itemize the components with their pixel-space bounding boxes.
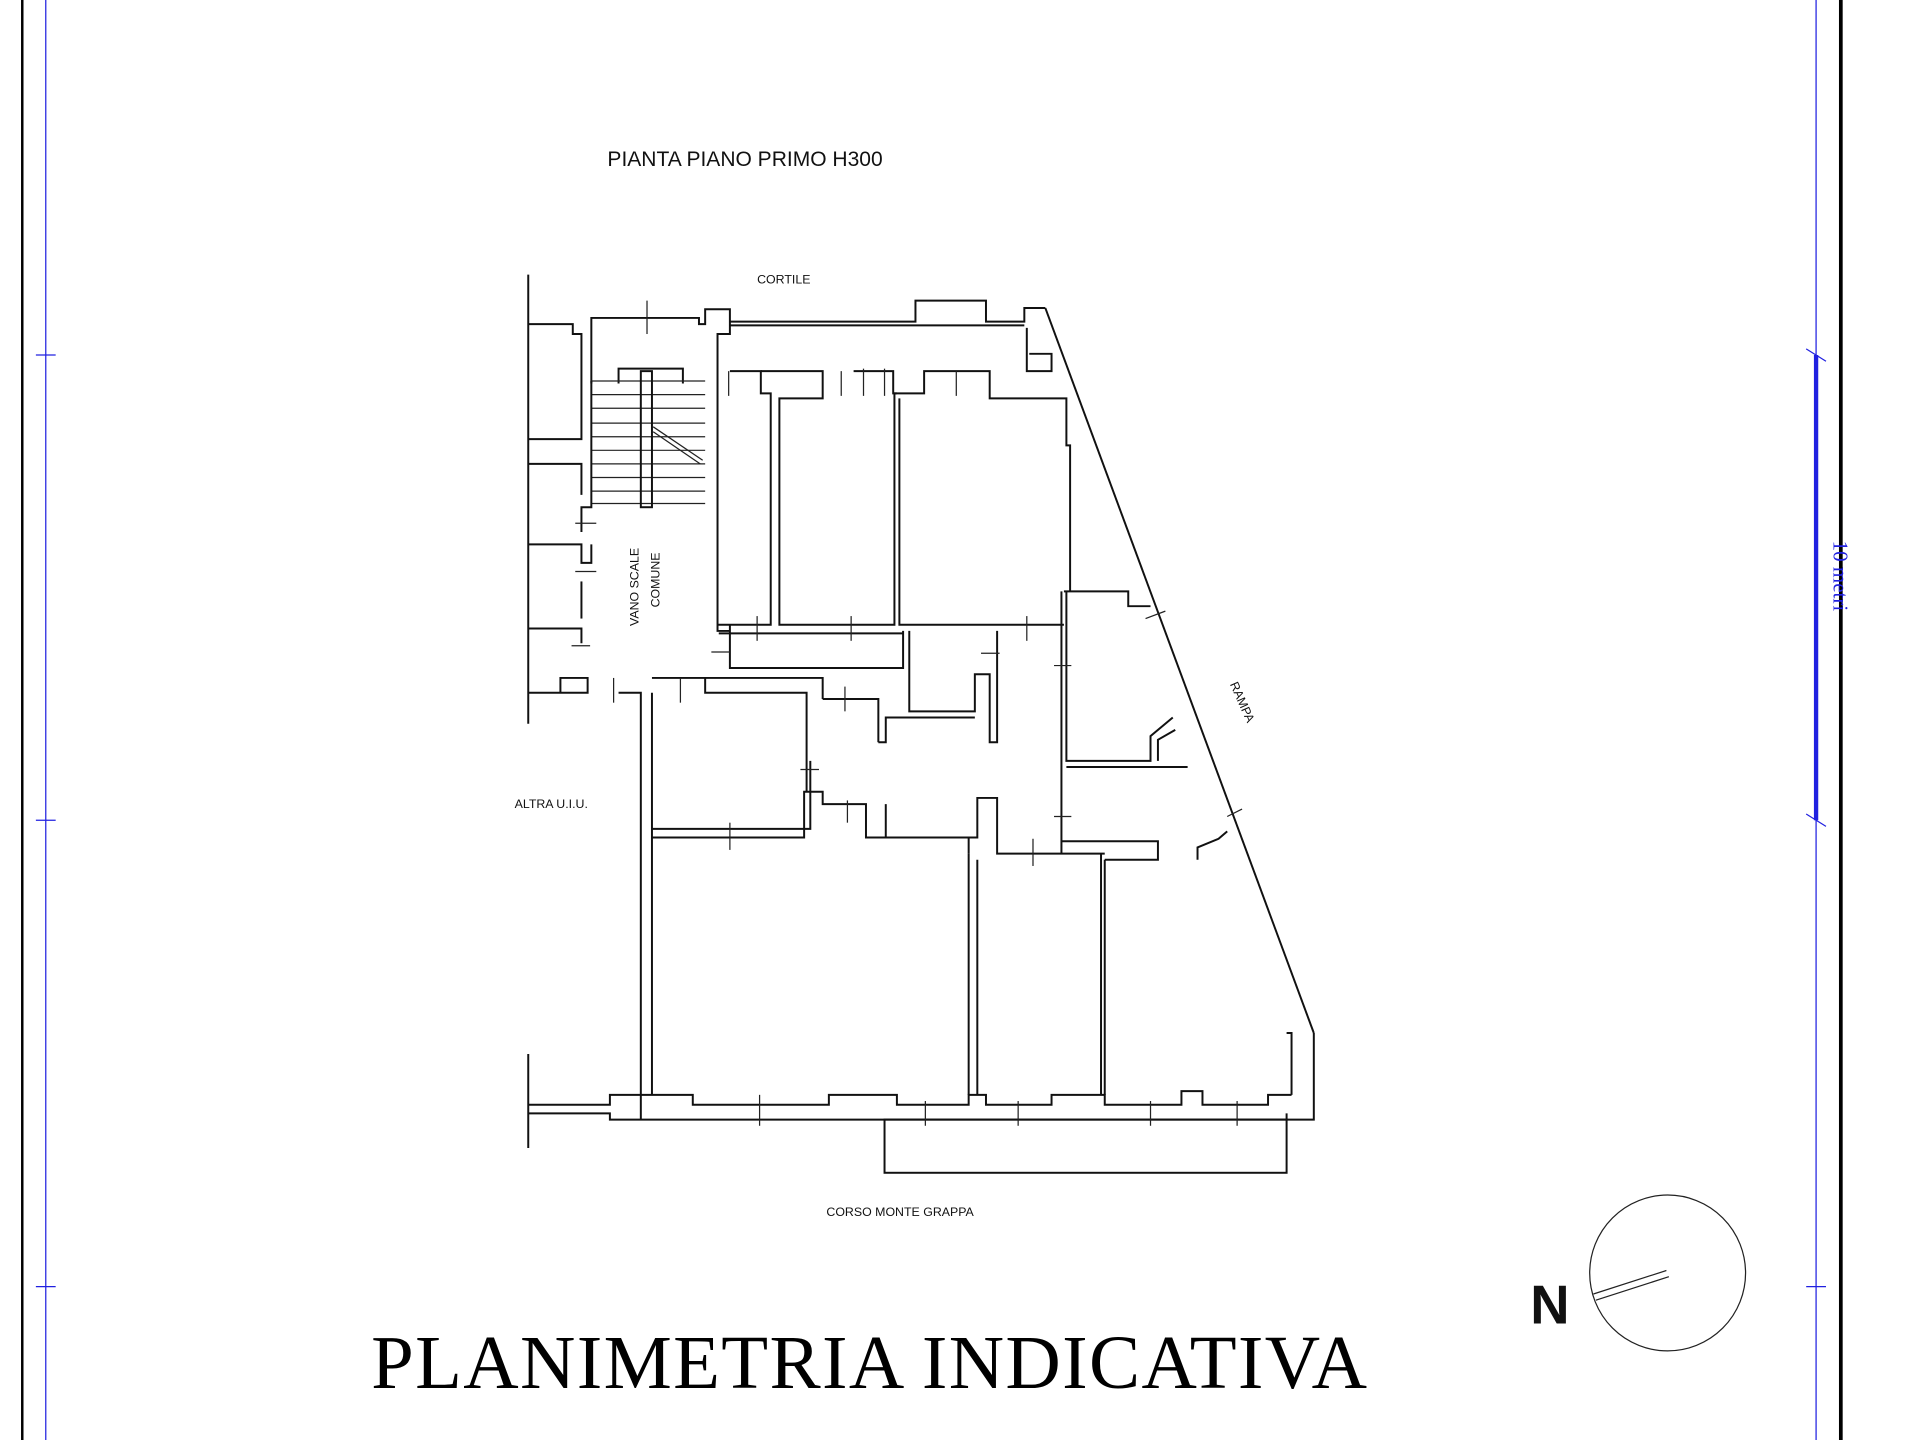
plan-title: PIANTA PIANO PRIMO H300 [607,148,882,171]
main-title: PLANIMETRIA INDICATIVA [371,1320,1367,1405]
compass-circle-icon [1589,1194,1747,1352]
label-stairwell-2: COMUNE [648,552,662,607]
north-label: N [1530,1275,1569,1336]
floor-plan [527,274,1315,1174]
label-other-unit: ALTRA U.I.U. [515,797,588,811]
scale-bar: 10 metri [1805,348,1852,827]
label-street: CORSO MONTE GRAPPA [826,1205,974,1219]
label-courtyard: CORTILE [757,272,810,286]
scale-bar-label: 10 metri [1828,541,1852,612]
north-arrow: N [1530,1194,1747,1352]
label-stairwell-1: VANO SCALE [627,548,641,626]
margin-guides [35,0,1826,1440]
label-ramp: RAMPA [1227,680,1258,726]
